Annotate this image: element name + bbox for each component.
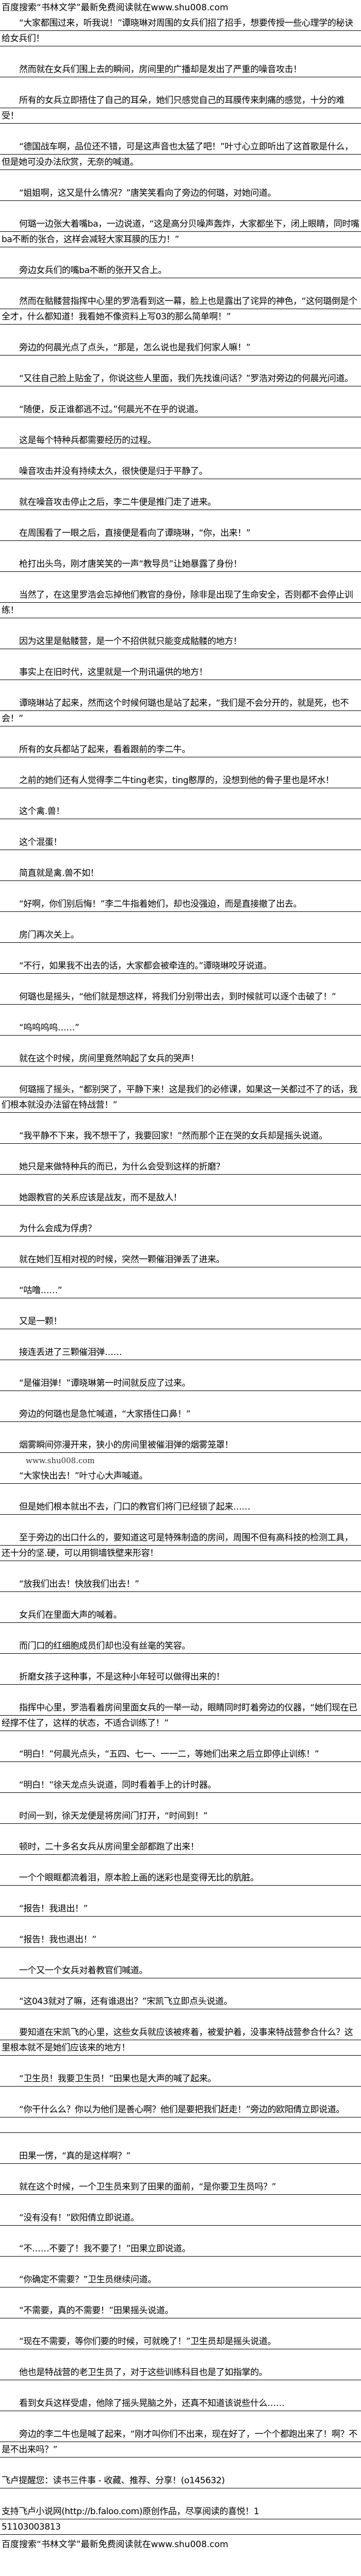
paragraph: 何璐摇了摇头，“都别哭了，平静下来！这是我们的必修课，如果这一关都过不了的话，我… bbox=[0, 1082, 361, 1113]
paragraph: 就在这个时候，房间里竟然响起了女兵的哭声！ bbox=[0, 1051, 361, 1066]
paragraph: 看到女兵这样受虐，他除了摇头晃脑之外，还真不知道该说些什么…… bbox=[0, 2396, 361, 2411]
paragraph: “我平静不下来，我不想干了，我要回家！”然而那个正在哭的女兵却是摇头说道。 bbox=[0, 1128, 361, 1144]
paragraph: “是催泪弹！”谭晓琳第一时间就反应了过来。 bbox=[0, 1376, 361, 1391]
paragraph: 烟雾瞬间弥漫开来，狭小的房间里被催泪弹的烟雾笼罩！ bbox=[0, 1437, 361, 1453]
paragraph: 当然了，在这里罗浩会忘掉他们教官的身份，除非是出现了生命安全，否则都不会停止训练… bbox=[0, 587, 361, 618]
paragraph: “卫生员！我要卫生员！”田果也是大声的喊了起来。 bbox=[0, 2071, 361, 2087]
paragraph: 噪音攻击并没有持续太久，很快便是归于平静了。 bbox=[0, 464, 361, 479]
paragraph: “德国战车啊，品位还不错，可是这声音也太猛了吧！”叶寸心立即听出了这首歌是什么，… bbox=[0, 139, 361, 170]
paragraph: 事实上在旧时代，这里就是一个刑讯逼供的地方！ bbox=[0, 665, 361, 680]
paragraph: “你干什么么？你以为他们是善心啊？他们是要把我们赶走！”旁边的欧阳倩立即说道。 bbox=[0, 2102, 361, 2133]
paragraph: 她只是来做特种兵的而已，为什么会受到这样的折磨？ bbox=[0, 1159, 361, 1175]
paragraph: 折磨女孩子这种事，不是这种小年轻可以做得出来的！ bbox=[0, 1669, 361, 1685]
paragraph: 为什么会成为俘虏？ bbox=[0, 1221, 361, 1236]
paragraph: “现在不需要，等你们要的时候，可就晚了！”卫生员却是摇头说道。 bbox=[0, 2334, 361, 2349]
paragraph: 一个又一个女兵对着教官们喊道。 bbox=[0, 1963, 361, 1978]
paragraph: 接连丢进了三颗催泪弹…… bbox=[0, 1345, 361, 1360]
top-banner: 百度搜索“书林文学”最新免费阅读就在www.shu008.com bbox=[2, 3, 228, 13]
paragraph: 这个混蛋！ bbox=[0, 835, 361, 850]
chapter-body: “大家都围过来，听我说！”谭晓琳对周围的女兵们招了招手，想要传授一些心理学的秘诀… bbox=[0, 15, 361, 2458]
paragraph: 就在噪音攻击停止之后，李二牛便是推门走了进来。 bbox=[0, 495, 361, 510]
paragraph: 而门口的红细胞成员们却也没有丝毫的笑容。 bbox=[0, 1638, 361, 1654]
paragraph: 指挥中心里，罗浩看着房间里面女兵的一举一动，眼睛同时盯着旁边的仪器，“她们现在已… bbox=[0, 1700, 361, 1731]
paragraph: “大家都围过来，听我说！”谭晓琳对周围的女兵们招了招手，想要传授一些心理学的秘诀… bbox=[0, 15, 361, 46]
paragraph: “你确定不需要？”卫生员继续问道。 bbox=[0, 2272, 361, 2287]
paragraph: 在周围看了一眼之后，直接便是看向了谭晓琳，“你，出来！” bbox=[0, 526, 361, 541]
paragraph: 然而在骷髅营指挥中心里的罗浩看到这一幕，脸上也是露出了诧异的神色，“这何璐倒是个… bbox=[0, 294, 361, 325]
paragraph: “报告！我退出！” bbox=[0, 1901, 361, 1917]
paragraph: 简直就是禽.兽不如！ bbox=[0, 866, 361, 881]
paragraph: 但是她们根本就出不去，门口的教官们将门已经锁了起来…… bbox=[0, 1499, 361, 1515]
paragraph: 他也是特战营的老卫生员了，对于这些训练科目也是了如指掌的。 bbox=[0, 2365, 361, 2380]
paragraph: “不需要，真的不需要！”田果摇头说道。 bbox=[0, 2303, 361, 2318]
paragraph: 田果一愣，“真的是这样啊？” bbox=[0, 2148, 361, 2164]
paragraph: 时间一到，徐天龙便是将房间门打开，“时间到！” bbox=[0, 1808, 361, 1824]
paragraph: 女兵们在里面大声的喊着。 bbox=[0, 1607, 361, 1623]
paragraph: “这043就对了嘛，还有谁退出？”宋凯飞立即点头说道。 bbox=[0, 1994, 361, 2009]
paragraph: 何璐一边张大着嘴ba，一边说道，“这是高分贝噪声轰炸，大家都坐下，闭上眼睛，同时… bbox=[0, 216, 361, 247]
paragraph: “没有没有！”欧阳倩立即说道。 bbox=[0, 2210, 361, 2226]
paragraph: 她跟教官的关系应该是战友，而不是敌人！ bbox=[0, 1190, 361, 1206]
paragraph: “放我们出去！快放我们出去！” bbox=[0, 1577, 361, 1592]
paragraph: “报告！我也退出！” bbox=[0, 1932, 361, 1947]
paragraph: 一个个眼眶都流着泪，原本脸上画的迷彩也是变得无比的肮脏。 bbox=[0, 1870, 361, 1886]
paragraph: “明白！”何晨光点头，“五四、七一、一一二，等她们出来之后立即停止训练！” bbox=[0, 1747, 361, 1762]
paragraph: “好啊，你们别后悔！”李二牛指着她们，却也没强迫，而是直接撤了出去。 bbox=[0, 896, 361, 912]
bottom-banner: 百度搜索“书林文学”最新免费阅读就在www.shu008.com bbox=[2, 2539, 228, 2550]
paragraph: “又往自己脸上贴金了，你说这些人里面，我们先找谁问话？”罗浩对旁边的何晨光问道。 bbox=[0, 371, 361, 386]
paragraph: 就在她们互相对视的时候，突然一颗催泪弹丢了进来。 bbox=[0, 1252, 361, 1267]
paragraph: 旁边的李二牛也是喊了起来，“刚才叫你们不出来，现在好了，一个个都跑出来了！啊？不… bbox=[0, 2427, 361, 2458]
paragraph: 何璐也是摇头，“他们就是想这样，将我们分别带出去，到时候就可以逐个击破了！” bbox=[0, 989, 361, 1005]
paragraph: “大家快出去！”叶寸心大声喊道。 bbox=[0, 1468, 361, 1484]
paragraph: “不……不要了！我不要了！”田果立即说道。 bbox=[0, 2241, 361, 2257]
paragraph: 至于旁边的出口什么的，要知道这可是特殊制造的房间，周围不但有高科技的检测工具，还… bbox=[0, 1530, 361, 1561]
paragraph: 然而就在女兵们围上去的瞬间，房间里的广播却是发出了严重的噪音攻击！ bbox=[0, 62, 361, 77]
footer-support: 支持飞卢小说网(http://b.faloo.com)原创作品，尽享阅读的喜悦！… bbox=[0, 2504, 361, 2535]
footer-support-text: 支持飞卢小说网(http://b.faloo.com)原创作品，尽享阅读的喜悦！… bbox=[2, 2506, 259, 2517]
paragraph: “不行，如果我不出去的话，大家都会被牵连的。”谭晓琳咬牙说道。 bbox=[0, 958, 361, 974]
paragraph: 旁边女兵们的嘴ba不断的张开又合上。 bbox=[0, 263, 361, 278]
paragraph: “呜呜呜呜……” bbox=[0, 1020, 361, 1036]
paragraph: 旁边的何晨光点了点头，“那是，怎么说也是我们何家人嘛！” bbox=[0, 340, 361, 355]
paragraph: 枪打出头鸟，刚才唐笑笑的一声“教导员”让她暴露了身份！ bbox=[0, 556, 361, 572]
paragraph: 所有的女兵都站了起来，看着跟前的李二牛。 bbox=[0, 742, 361, 757]
paragraph: 要知道在宋凯飞的心里，这些女兵就应该被疼着，被爱护着，没事来特战营参合什么？这里… bbox=[0, 2025, 361, 2056]
paragraph: 谭晓琳站了起来，然而这个时候何璐也是站了起来，“我们是不会分开的，就是死，也不会… bbox=[0, 696, 361, 726]
paragraph: “咕噜……” bbox=[0, 1283, 361, 1298]
paragraph: “明白！”徐天龙点头说道，同时看着手上的计时器。 bbox=[0, 1777, 361, 1793]
paragraph: “姐姐啊，这又是什么情况？”唐笑笑看向了旁边的何璐，对她问道。 bbox=[0, 185, 361, 201]
footer-code: 51103003813 bbox=[2, 2522, 61, 2532]
paragraph: 这是每个特种兵都需要经历的过程。 bbox=[0, 433, 361, 448]
paragraph: 所有的女兵立即捂住了自己的耳朵，她们只感觉自己的耳膜传来刺痛的感觉，十分的难受！ bbox=[0, 93, 361, 124]
paragraph: 顿时，二十多名女兵从房间里全部都跑了出来！ bbox=[0, 1839, 361, 1855]
paragraph: 又是一颗！ bbox=[0, 1314, 361, 1329]
paragraph: “随便，反正谁都逃不过。”何晨光不在乎的说道。 bbox=[0, 402, 361, 417]
paragraph: 这个禽.兽！ bbox=[0, 804, 361, 819]
site-watermark: www.shu008.com bbox=[26, 1456, 95, 1465]
paragraph: 就在这个时候，一个卫生员来到了田果的面前，“是你要卫生员吗？” bbox=[0, 2179, 361, 2195]
paragraph: 房门再次关上。 bbox=[0, 927, 361, 943]
paragraph: 之前的她们还有人觉得李二牛ting老实，ting憨厚的，没想到他的骨子里也是坏水… bbox=[0, 773, 361, 788]
paragraph: 因为这里是骷髅营，是一个不招供就只能变成骷髅的地方！ bbox=[0, 634, 361, 649]
footer-reminder: 飞卢提醒您：读书三件事 - 收藏、推荐、分享！(o145632) bbox=[0, 2473, 361, 2488]
paragraph: 旁边的何璐也是急忙喊道，“大家捂住口鼻！” bbox=[0, 1406, 361, 1422]
